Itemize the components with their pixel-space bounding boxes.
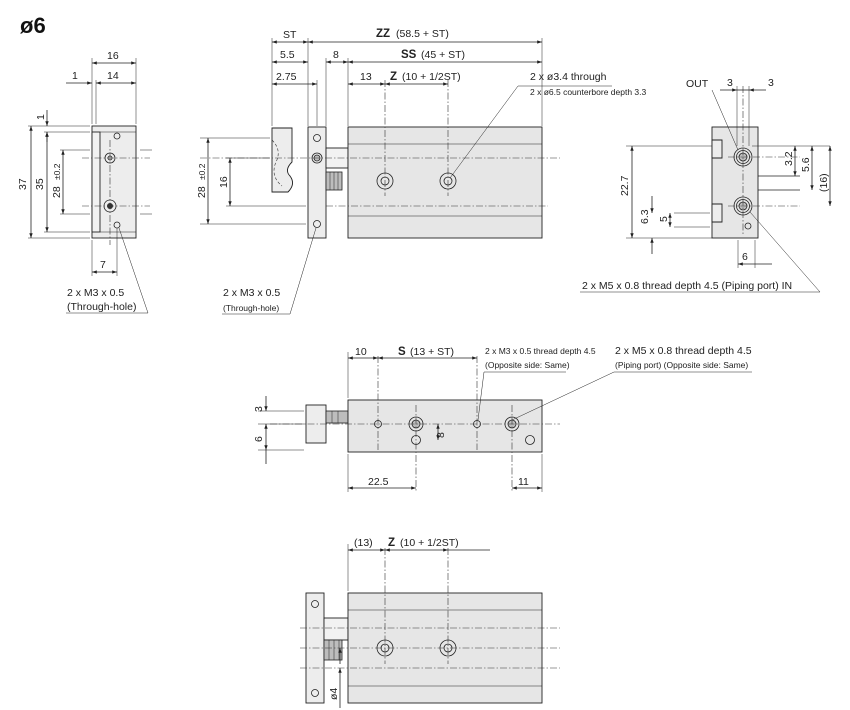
front-thread-note: 2 x M3 x 0.5	[67, 287, 124, 299]
side-dim-3-right: 3	[768, 77, 774, 89]
front-dim-28: 28	[51, 186, 63, 198]
bore-size-title: ø6	[20, 13, 46, 38]
top-thread-note-2: (Through-hole)	[223, 303, 279, 313]
bottom-port-note: 2 x M5 x 0.8 thread depth 4.5	[615, 345, 752, 357]
front-dim-1-vertical: 1	[35, 114, 47, 120]
top-dim-13: 13	[360, 71, 372, 83]
top-view: ST ZZ (58.5 + ST) 5.5 8 SS (45 + ST) 2.7…	[196, 28, 647, 315]
top-dim-ss-label: SS	[401, 49, 417, 61]
bottom-dim-10: 10	[355, 346, 367, 358]
front-dim-35: 35	[34, 178, 46, 190]
lower-dim-diameter-4: ø4	[328, 688, 340, 700]
side-dim-22-7: 22.7	[619, 175, 631, 196]
lower-dim-13-ref: (13)	[354, 537, 373, 549]
side-dim-6: 6	[742, 251, 748, 263]
bottom-dim-11: 11	[518, 476, 529, 488]
top-dim-st: ST	[283, 29, 297, 41]
front-plate-lip	[91, 131, 101, 233]
front-dim-7: 7	[100, 259, 106, 271]
top-dim-8: 8	[333, 49, 339, 61]
front-dim-37: 37	[17, 178, 29, 190]
bottom-dim-6: 6	[253, 436, 265, 442]
side-port-note: 2 x M5 x 0.8 thread depth 4.5 (Piping po…	[582, 280, 792, 292]
bottom-dim-8: 8	[435, 432, 447, 438]
side-view: 3 3 OUT 3.2 5.6 (16) 22.7 6.3 5 6 2 x M5…	[580, 77, 832, 293]
top-cylinder-body	[347, 126, 543, 239]
top-dim-tolerance: ±0.2	[197, 163, 207, 180]
top-end-plate	[307, 126, 327, 239]
bottom-view: 10 S (13 + ST) 3 6 8 22.5 11 2 x M3 x 0.…	[253, 345, 752, 492]
top-dim-zz-value: (58.5 + ST)	[396, 28, 449, 40]
top-dim-ss-value: (45 + ST)	[421, 49, 465, 61]
front-thread-note-2: (Through-hole)	[67, 301, 136, 313]
top-dim-2-75: 2.75	[276, 71, 297, 83]
front-dim-1: 1	[72, 70, 78, 82]
front-dim-14: 14	[107, 70, 119, 82]
top-dim-z-value: (10 + 1/2ST)	[402, 71, 461, 83]
side-dim-3-2: 3.2	[783, 151, 795, 166]
top-dim-16: 16	[218, 176, 230, 188]
top-dim-zz-label: ZZ	[376, 28, 390, 40]
bottom-dim-3: 3	[253, 406, 265, 412]
front-dim-width-16: 16	[107, 50, 119, 62]
front-view: 16 1 14 1 37 35 28 ±0.2 7 2 x M3 x 0.5 (…	[17, 50, 152, 314]
top-dim-28: 28	[196, 186, 208, 198]
side-dim-5-6: 5.6	[800, 157, 812, 172]
side-out-label: OUT	[686, 78, 709, 90]
front-dim-tolerance: ±0.2	[52, 163, 62, 180]
side-dim-6-3: 6.3	[639, 209, 651, 224]
bottom-thread-note: 2 x M3 x 0.5 thread depth 4.5	[485, 346, 596, 356]
lower-dim-z-label: Z	[388, 537, 395, 549]
bottom-thread-note-2: (Opposite side: Same)	[485, 360, 570, 370]
top-counterbore-note: 2 x ø6.5 counterbore depth 3.3	[530, 87, 647, 97]
top-dim-5-5: 5.5	[280, 49, 295, 61]
side-dim-3-left: 3	[727, 77, 733, 89]
bottom-cylinder-body	[347, 399, 543, 453]
side-dim-16-ref: (16)	[818, 173, 830, 192]
bottom-dim-22-5: 22.5	[368, 476, 389, 488]
bottom-dim-s-label: S	[398, 346, 406, 358]
lower-dim-z-value: (10 + 1/2ST)	[400, 537, 459, 549]
top-thread-note: 2 x M3 x 0.5	[223, 287, 280, 299]
lower-view: (13) Z (10 + 1/2ST) ø4	[300, 537, 560, 708]
side-dim-5: 5	[658, 216, 670, 222]
bottom-port-note-2: (Piping port) (Opposite side: Same)	[615, 360, 748, 370]
top-hole-note: 2 x ø3.4 through	[530, 71, 607, 83]
top-plate-broken	[271, 127, 293, 193]
bottom-dim-s-value: (13 + ST)	[410, 346, 454, 358]
top-dim-z-label: Z	[390, 71, 397, 83]
